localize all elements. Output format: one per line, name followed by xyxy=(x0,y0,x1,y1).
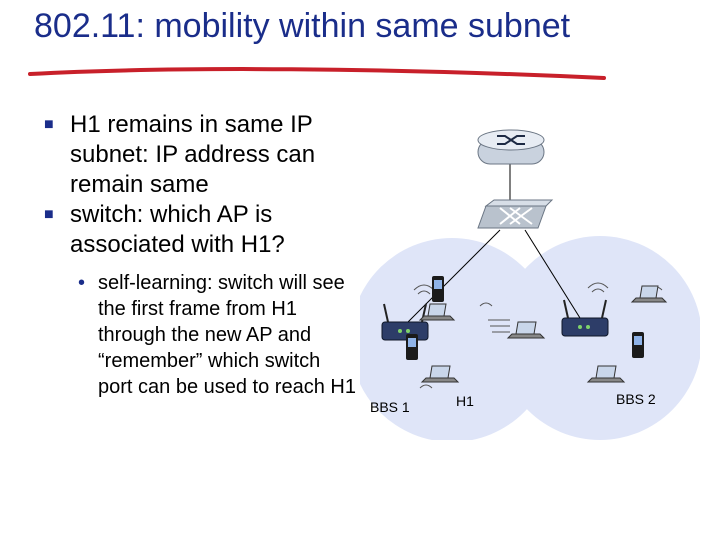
bullet-item: ■ switch: which AP is associated with H1… xyxy=(44,200,344,260)
bbs2-label: BBS 2 xyxy=(616,391,656,407)
sub-bullet-text: self-learning: switch will see the first… xyxy=(98,272,356,398)
bullet-marker-icon: ■ xyxy=(44,200,54,230)
page-title: 802.11: mobility within same subnet xyxy=(34,6,574,46)
bbs1-label: BBS 1 xyxy=(370,399,410,415)
bullet-list: ■ H1 remains in same IP subnet: IP addre… xyxy=(44,110,344,400)
router-icon xyxy=(478,130,544,164)
phone-icon xyxy=(432,276,444,302)
bullet-text: H1 remains in same IP subnet: IP address… xyxy=(70,111,315,198)
sub-bullet-item: • self-learning: switch will see the fir… xyxy=(44,270,358,400)
h1-label: H1 xyxy=(456,393,474,409)
bullet-item: ■ H1 remains in same IP subnet: IP addre… xyxy=(44,110,344,200)
switch-icon xyxy=(478,200,552,228)
network-diagram: BBS 1 H1 BBS 2 xyxy=(360,120,700,440)
phone-icon xyxy=(406,334,418,360)
bullet-marker-icon: ■ xyxy=(44,110,54,140)
sub-bullet-marker-icon: • xyxy=(78,270,85,296)
red-underline xyxy=(28,62,608,84)
bullet-text: switch: which AP is associated with H1? xyxy=(70,201,285,258)
phone-icon xyxy=(632,332,644,358)
